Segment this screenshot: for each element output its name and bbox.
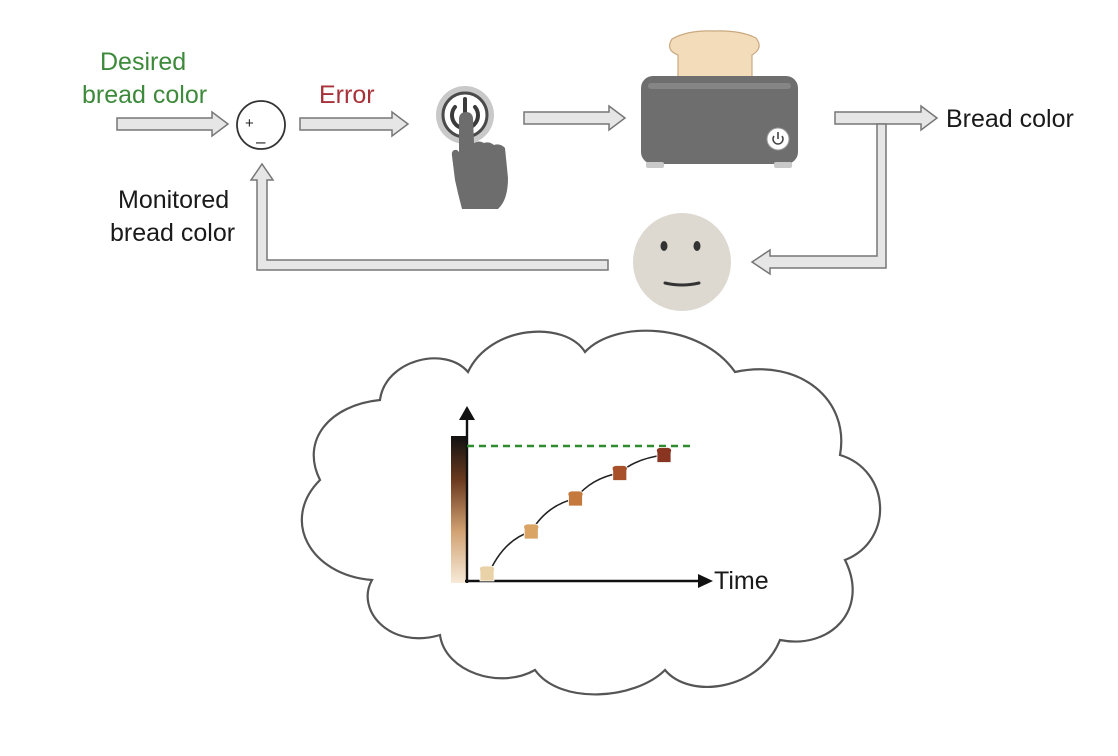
color-scale-bar bbox=[451, 436, 466, 583]
bread-color-output-label: Bread color bbox=[946, 105, 1074, 133]
error-label: Error bbox=[319, 81, 375, 109]
bread-color-chart bbox=[451, 406, 713, 588]
output-arrow bbox=[834, 104, 939, 132]
thought-cloud-icon bbox=[300, 329, 882, 696]
error-arrow bbox=[299, 110, 410, 138]
power-button-press-icon bbox=[436, 86, 508, 209]
toast-point bbox=[567, 490, 584, 507]
toast-point bbox=[479, 565, 495, 582]
monitored-label-line1: Monitored bbox=[118, 186, 230, 214]
x-axis-arrowhead bbox=[698, 574, 713, 588]
svg-text:–: – bbox=[256, 132, 266, 151]
desired-label-line1: Desired bbox=[100, 48, 187, 76]
toast-slice-icon bbox=[668, 30, 760, 81]
button-to-toaster-arrow bbox=[523, 104, 627, 132]
svg-text:+: + bbox=[245, 115, 254, 132]
summing-junction-icon: + – bbox=[236, 100, 286, 151]
toast-point bbox=[611, 465, 628, 481]
desired-label-line2: bread color bbox=[82, 81, 208, 109]
face-icon bbox=[633, 213, 731, 311]
desired-input-arrow bbox=[116, 110, 230, 138]
feedback-to-comparator-arrow bbox=[249, 162, 609, 271]
toast-point bbox=[523, 523, 540, 540]
y-axis-arrowhead bbox=[459, 406, 475, 420]
feedback-to-sensor-arrow bbox=[750, 123, 887, 276]
monitored-label-line2: bread color bbox=[110, 219, 236, 247]
toaster-icon bbox=[641, 30, 798, 168]
time-axis-label: Time bbox=[714, 567, 769, 595]
toast-point bbox=[656, 447, 672, 463]
hand-icon bbox=[451, 112, 508, 209]
